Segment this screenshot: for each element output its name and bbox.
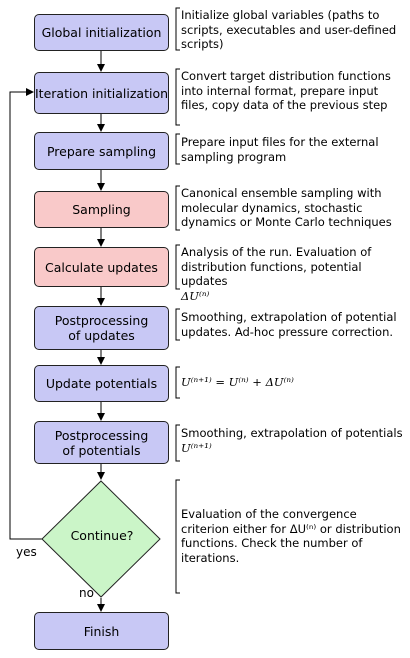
description-postprocessing-potentials: Smoothing, extrapolation of potentials U… <box>181 426 403 455</box>
math-delta-u: ΔU⁽ⁿ⁾ <box>181 288 210 303</box>
step-calculate-updates: Calculate updates <box>34 247 169 287</box>
step-global-initialization: Global initialization <box>34 14 169 51</box>
description-prepare-sampling: Prepare input files for the external sam… <box>181 135 379 164</box>
description-postprocessing-updates: Smoothing, extrapolation of potential up… <box>181 310 397 339</box>
yes-label: yes <box>16 545 37 559</box>
bracket-5 <box>175 244 180 290</box>
bracket-2 <box>175 68 180 126</box>
math-update-formula: U⁽ⁿ⁺¹⁾ = U⁽ⁿ⁾ + ΔU⁽ⁿ⁾ <box>181 375 294 389</box>
description-update-potentials: U⁽ⁿ⁺¹⁾ = U⁽ⁿ⁾ + ΔU⁽ⁿ⁾ <box>181 375 403 390</box>
step-label: Calculate updates <box>45 259 158 275</box>
bracket-1 <box>175 7 180 51</box>
step-update-potentials: Update potentials <box>34 365 169 402</box>
description-text: Smoothing, extrapolation of potentials <box>181 426 403 440</box>
step-label: Prepare sampling <box>46 143 157 159</box>
bracket-3 <box>175 133 180 165</box>
description-text: Analysis of the run. Evaluation of distr… <box>181 245 372 289</box>
step-label: Finish <box>83 623 120 639</box>
step-postprocessing-updates: Postprocessing of updates <box>34 306 169 350</box>
description-brackets <box>175 7 180 594</box>
step-finish: Finish <box>34 612 169 650</box>
bracket-8 <box>175 424 180 462</box>
step-label: Postprocessing of updates <box>54 313 149 343</box>
bracket-7 <box>175 366 180 399</box>
step-postprocessing-potentials: Postprocessing of potentials <box>34 421 169 464</box>
step-label: Global initialization <box>41 25 162 40</box>
description-iteration-initialization: Convert target distribution functions in… <box>181 69 391 113</box>
decision-label: Continue? <box>70 528 134 543</box>
description-decision: Evaluation of the convergence criterion … <box>181 507 401 565</box>
step-label: Iteration initialization <box>35 85 169 101</box>
math-u-next: U⁽ⁿ⁺¹⁾ <box>181 440 212 455</box>
bracket-9 <box>175 479 180 594</box>
step-label: Postprocessing of potentials <box>54 427 149 458</box>
step-label: Sampling <box>72 202 131 217</box>
step-label: Update potentials <box>45 376 158 391</box>
step-iteration-initialization: Iteration initialization <box>34 72 169 114</box>
yes-loop-line <box>9 88 42 540</box>
description-global-initialization: Initialize global variables (paths to sc… <box>181 8 397 52</box>
description-sampling: Canonical ensemble sampling with molecul… <box>181 186 392 230</box>
step-prepare-sampling: Prepare sampling <box>34 132 169 170</box>
decision-diamond <box>41 480 161 598</box>
step-sampling: Sampling <box>34 191 169 228</box>
description-calculate-updates: Analysis of the run. Evaluation of distr… <box>181 245 403 303</box>
no-label: no <box>79 586 94 600</box>
bracket-4 <box>175 185 180 231</box>
bracket-6 <box>175 308 180 341</box>
